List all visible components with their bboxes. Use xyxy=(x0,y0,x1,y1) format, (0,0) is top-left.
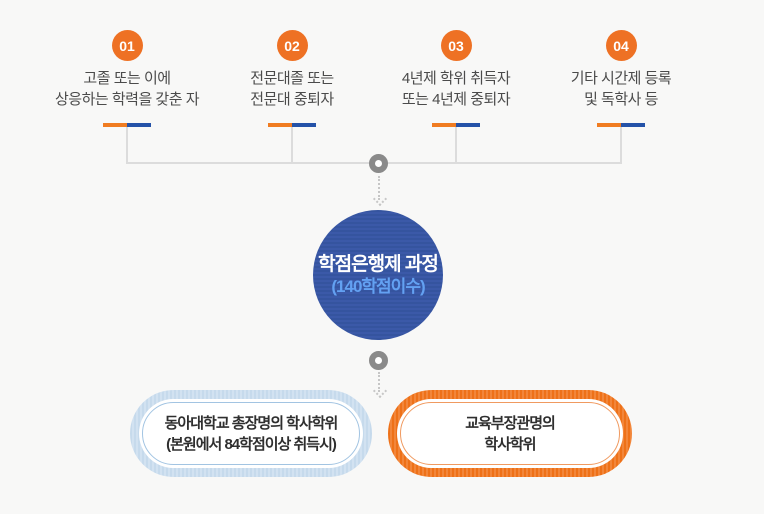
step-description: 전문대졸 또는 전문대 중퇴자 xyxy=(207,68,377,110)
underline-orange-segment xyxy=(268,123,292,127)
step-column-3: 03 4년제 학위 취득자 또는 4년제 중퇴자 xyxy=(371,0,541,127)
step-column-4: 04 기타 시간제 등록 및 독학사 등 xyxy=(536,0,706,127)
step-column-2: 02 전문대졸 또는 전문대 중퇴자 xyxy=(207,0,377,127)
step-number-badge: 04 xyxy=(605,30,637,61)
step-description-line2: 전문대 중퇴자 xyxy=(250,91,334,108)
result-line2: 학사학위 xyxy=(484,435,536,453)
step-description-line1: 4년제 학위 취득자 xyxy=(401,70,511,87)
result-line1: 교육부장관명의 xyxy=(465,414,556,432)
step-number-badge: 01 xyxy=(111,30,143,61)
step-description: 고졸 또는 이에 상응하는 학력을 갖춘 자 xyxy=(42,68,212,110)
result-line2: (본원에서 84학점이상 취득시) xyxy=(166,435,337,453)
result-pill-university-degree: 동아대학교 총장명의 학사학위 (본원에서 84학점이상 취득시) xyxy=(130,390,372,477)
step-underline xyxy=(103,123,151,127)
connector-vertical-line xyxy=(455,127,457,164)
underline-blue-segment xyxy=(456,123,480,127)
step-description-line1: 전문대졸 또는 xyxy=(250,70,334,87)
step-number-badge: 02 xyxy=(276,30,308,61)
step-column-1: 01 고졸 또는 이에 상응하는 학력을 갖춘 자 xyxy=(42,0,212,127)
result-line1: 동아대학교 총장명의 학사학위 xyxy=(164,414,339,432)
dotted-down-arrow-icon xyxy=(378,176,380,200)
circle-subtitle: (140학점이수) xyxy=(331,277,425,296)
credit-bank-course-node: 학점은행제 과정 (140학점이수) xyxy=(313,210,443,340)
connector-vertical-line xyxy=(126,127,128,164)
step-description-line1: 고졸 또는 이에 xyxy=(83,70,171,87)
step-underline xyxy=(268,123,316,127)
underline-blue-segment xyxy=(621,123,645,127)
underline-blue-segment xyxy=(292,123,316,127)
result-pill-inner: 교육부장관명의 학사학위 xyxy=(400,402,620,465)
underline-orange-segment xyxy=(103,123,127,127)
step-description-line1: 기타 시간제 등록 xyxy=(570,70,672,87)
underline-orange-segment xyxy=(432,123,456,127)
result-pill-inner: 동아대학교 총장명의 학사학위 (본원에서 84학점이상 취득시) xyxy=(142,402,360,465)
step-description: 4년제 학위 취득자 또는 4년제 중퇴자 xyxy=(371,68,541,110)
result-pill-ministry-degree: 교육부장관명의 학사학위 xyxy=(388,390,632,477)
step-description-line2: 또는 4년제 중퇴자 xyxy=(401,91,511,108)
circle-title: 학점은행제 과정 xyxy=(318,254,439,275)
junction-ring-icon xyxy=(369,351,388,370)
underline-blue-segment xyxy=(127,123,151,127)
step-description-line2: 및 독학사 등 xyxy=(584,91,658,108)
underline-orange-segment xyxy=(597,123,621,127)
step-underline xyxy=(597,123,645,127)
connector-vertical-line xyxy=(291,127,293,164)
step-underline xyxy=(432,123,480,127)
step-number-badge: 03 xyxy=(440,30,472,61)
dotted-down-arrow-icon xyxy=(378,372,380,392)
junction-ring-icon xyxy=(369,154,388,173)
connector-vertical-line xyxy=(620,127,622,164)
step-description-line2: 상응하는 학력을 갖춘 자 xyxy=(54,91,200,108)
step-description: 기타 시간제 등록 및 독학사 등 xyxy=(536,68,706,110)
